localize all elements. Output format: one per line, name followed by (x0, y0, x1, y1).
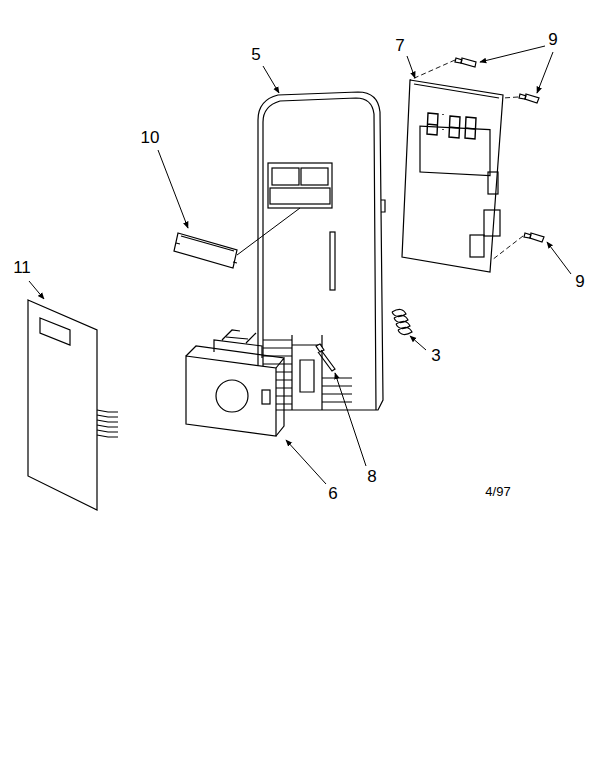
screw (316, 344, 335, 371)
callout-number: 9 (574, 272, 585, 291)
knob-bezel (186, 330, 284, 436)
callout-number: 3 (430, 346, 441, 365)
date-code: 4/97 (484, 484, 511, 499)
leader-lines (29, 46, 571, 484)
spring (392, 309, 412, 334)
callout-wrap: 3 (430, 346, 441, 366)
callout-wrap: 9 (547, 30, 558, 50)
callout-number: 11 (12, 258, 32, 277)
callout-wrap: 7 (394, 36, 405, 56)
callout-wrap: 8 (366, 467, 377, 487)
callout-wrap: 11 (12, 258, 32, 278)
callout-number: 5 (250, 45, 261, 64)
callout-number: 9 (547, 30, 558, 49)
callout-wrap: 10 (140, 128, 161, 148)
callout-number: 7 (394, 36, 405, 55)
control-board (402, 80, 503, 272)
callout-wrap: 9 (574, 272, 585, 292)
callout-number: 8 (366, 467, 377, 486)
screw (410, 58, 544, 260)
control-panel-housing (258, 92, 385, 410)
callout-number: 10 (140, 128, 161, 147)
digit-display (427, 113, 476, 139)
date-code-wrap: 4/97 (484, 482, 511, 500)
window-plate (174, 208, 300, 268)
callout-number: 6 (327, 484, 338, 503)
membrane-keypad (28, 300, 118, 510)
callout-wrap: 5 (250, 45, 261, 65)
callout-wrap: 6 (327, 484, 338, 504)
